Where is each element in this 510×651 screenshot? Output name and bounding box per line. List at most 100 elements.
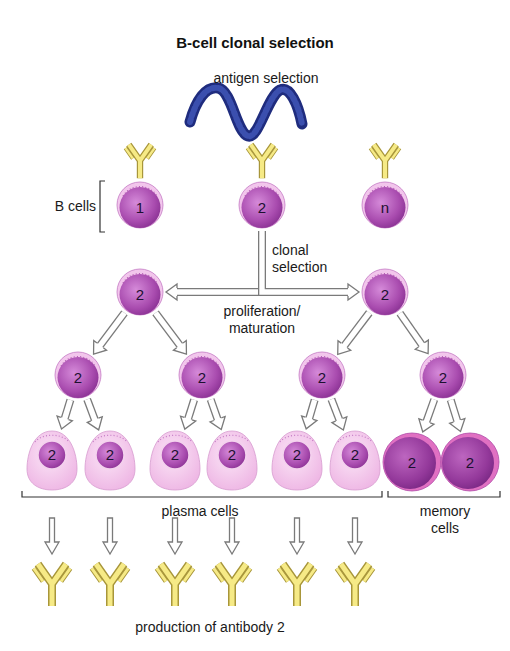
process-arrow	[262, 231, 359, 300]
b-cell: 2	[54, 351, 102, 399]
b-cell-receptor	[370, 145, 399, 179]
process-arrow	[166, 231, 262, 300]
process-arrow	[331, 399, 346, 430]
cell-membrane	[117, 182, 163, 228]
arrow-head	[181, 416, 196, 429]
arrow-head	[94, 341, 107, 355]
cell-label: 2	[298, 368, 346, 388]
b-cell: 2	[419, 351, 467, 399]
antigen-molecule	[190, 88, 302, 136]
memory-cell: 2	[440, 432, 500, 492]
process-arrow	[87, 399, 102, 430]
arrow-head	[415, 340, 428, 354]
cell-label: 2	[238, 198, 286, 218]
secretion-arrow	[225, 518, 239, 554]
arrow-shaft-fill	[100, 313, 125, 346]
cell-membrane	[179, 352, 225, 398]
arrow-head	[87, 417, 102, 430]
arrow-head	[173, 341, 186, 355]
arrow-head	[166, 284, 177, 300]
plasma-cell: 2	[206, 429, 258, 491]
b-cell: 1	[116, 181, 164, 229]
cell-stipple	[61, 357, 95, 366]
secretion-arrow	[290, 518, 304, 554]
cell-membrane	[55, 352, 101, 398]
memory-cell: 2	[382, 432, 442, 492]
b-cell: 2	[178, 351, 226, 399]
plasma-cell: 2	[26, 429, 78, 491]
group-bracket	[100, 181, 105, 232]
arrow-shaft-fill	[344, 313, 370, 347]
annotation-label: B cells	[28, 198, 96, 215]
b-cell-receptor	[125, 145, 154, 179]
b-cell-receptor	[247, 145, 276, 179]
arrow-shaft-outline	[344, 313, 370, 347]
cell-label: 2	[361, 285, 409, 305]
arrow-head	[332, 417, 347, 430]
cell-label: 2	[440, 453, 500, 473]
cell-stipple	[123, 274, 157, 283]
arrow-head	[57, 416, 72, 429]
diagram-title: B-cell clonal selection	[0, 34, 510, 51]
secretion-arrow	[45, 518, 59, 554]
cell-label: 2	[84, 445, 136, 465]
cell-stipple	[123, 187, 157, 196]
secretion-arrow	[168, 518, 182, 554]
arrow-shaft-fill	[176, 231, 262, 292]
cell-body	[330, 431, 380, 490]
arrow-shaft-outline	[400, 313, 422, 345]
cell-label: 2	[329, 445, 381, 465]
arrow-shaft-outline	[64, 400, 70, 420]
annotation-label: plasma cells	[130, 503, 270, 520]
plasma-cell: 2	[329, 429, 381, 491]
secretion-arrow	[103, 518, 117, 554]
arrow-shaft-fill	[331, 399, 339, 420]
arrow-head	[338, 341, 351, 355]
arrow-shaft-outline	[100, 313, 125, 346]
plasma-cell: 2	[271, 429, 323, 491]
arrow-shaft-outline	[156, 313, 181, 346]
arrow-shaft-outline	[176, 231, 262, 292]
cell-membrane	[383, 433, 441, 491]
process-arrow	[181, 400, 196, 429]
cell-membrane	[362, 182, 408, 228]
cell-membrane	[441, 433, 499, 491]
cell-membrane	[420, 352, 466, 398]
process-arrow	[94, 313, 125, 354]
cell-body	[272, 431, 322, 490]
cell-stipple	[305, 357, 339, 366]
annotation-label: memory cells	[415, 503, 475, 537]
b-cell: 2	[298, 351, 346, 399]
arrow-head	[210, 417, 225, 430]
cell-body	[27, 431, 77, 490]
annotation-label: production of antibody 2	[90, 619, 330, 636]
b-cell: 2	[361, 268, 409, 316]
arrow-shaft-fill	[426, 399, 434, 422]
arrow-shaft-outline	[211, 400, 218, 421]
arrow-shaft-outline	[426, 399, 434, 422]
annotation-label: clonal selection	[272, 242, 352, 276]
cell-membrane	[117, 269, 163, 315]
annotation-label: proliferation/ maturation	[207, 303, 317, 337]
cell-label: 2	[149, 445, 201, 465]
arrow-shaft-outline	[451, 400, 458, 422]
annotation-label: antigen selection	[196, 70, 336, 87]
process-arrow	[338, 313, 370, 355]
process-arrow	[156, 313, 187, 354]
cell-body	[85, 431, 135, 490]
cell-stipple	[245, 187, 279, 196]
cell-membrane	[239, 182, 285, 228]
group-bracket	[388, 491, 500, 497]
cell-label: 2	[26, 445, 78, 465]
arrow-head	[302, 416, 317, 429]
antigen-texture	[190, 88, 302, 136]
cell-label: 1	[116, 198, 164, 218]
arrow-shaft-outline	[188, 400, 194, 420]
b-cell: 2	[238, 181, 286, 229]
arrow-head	[450, 419, 465, 432]
process-arrow	[210, 400, 225, 430]
arrow-shaft-fill	[87, 399, 95, 420]
process-arrow	[400, 313, 428, 353]
cell-label: 2	[382, 453, 442, 473]
